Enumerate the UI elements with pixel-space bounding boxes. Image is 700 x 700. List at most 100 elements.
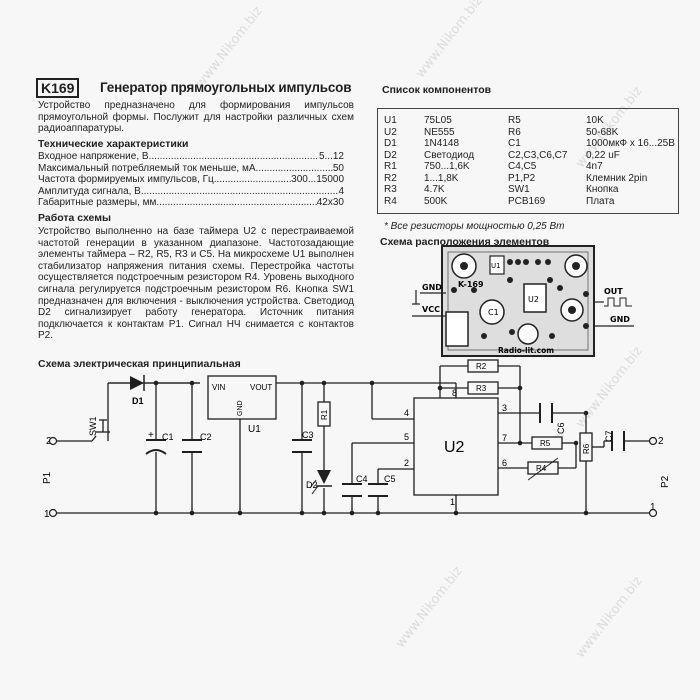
r6-label: R6 xyxy=(582,443,591,454)
pcb-c1-label: C1 xyxy=(488,308,499,317)
component-ref: SW1 xyxy=(508,184,530,195)
component-value: 1000мкФ x 16...25В xyxy=(586,138,675,149)
r2-resistor xyxy=(467,359,499,373)
component-values-left: 75L05 NE555 1N4148 Светодиод 750...1,6K … xyxy=(424,115,474,207)
pcb-c1-footprint xyxy=(479,299,505,325)
junction-dots xyxy=(153,380,589,516)
component-values-right: 10K 50-68K 1000мкФ x 16...25В 0,22 uF 4n… xyxy=(586,115,675,207)
r1-label: R1 xyxy=(320,409,329,420)
intro-text: Устройство предназначено для формировани… xyxy=(38,100,354,135)
pcb-square-wave-icon xyxy=(604,297,632,307)
pcb-vcc-label: VCC xyxy=(422,305,440,314)
schematic-heading: Схема электрическая принципиальная xyxy=(38,358,241,370)
pcb-pads xyxy=(451,259,589,339)
d2-light-arrow xyxy=(309,479,317,489)
pcb-inner-outline xyxy=(447,251,589,351)
resistor-note: * Все резисторы мощностью 0,25 Вт xyxy=(384,221,565,232)
d2-label: D2 xyxy=(306,480,318,490)
u2-pin-1: 1 xyxy=(450,497,455,507)
component-value: NE555 xyxy=(424,126,455,138)
u1-vout-pin: VOUT xyxy=(250,383,272,392)
c5-label: C5 xyxy=(384,474,396,484)
r5-label: R5 xyxy=(540,439,551,448)
spec-value: 42x30 xyxy=(316,197,344,209)
p2-label: P2 xyxy=(660,475,671,488)
p1-terminal-1: 1 xyxy=(44,509,50,520)
component-ref: R5 xyxy=(508,115,521,126)
component-value: Клемник 2pin xyxy=(586,172,648,184)
u2-pin-5: 5 xyxy=(404,432,409,442)
r4-trim-arrow xyxy=(527,457,559,481)
component-value: Кнопка xyxy=(586,184,619,195)
spec-label: Частота формируемых импульсов, Гц xyxy=(38,174,214,186)
pcb-gnd-in-label: GND xyxy=(422,283,442,292)
c7-label: C7 xyxy=(604,430,614,442)
u2-timer-box xyxy=(413,397,499,496)
operation-heading: Работа схемы xyxy=(38,212,111,224)
u2-label: U2 xyxy=(444,439,465,456)
component-value: 1...1,8K xyxy=(424,172,459,184)
u2-pin-8: 8 xyxy=(452,388,457,398)
spec-label: Входное напряжение, В xyxy=(38,151,149,162)
component-value: 4n7 xyxy=(586,161,603,172)
pcb-layout-drawing: C1 U2 U1 K-169 Radio-lit.com GND VCC OUT… xyxy=(412,245,634,357)
component-value: 750...1,6K xyxy=(424,161,470,172)
u2-pin-4: 4 xyxy=(404,408,409,418)
component-ref: R2 xyxy=(384,172,397,184)
component-ref: U2 xyxy=(384,126,397,138)
pcb-out-label: OUT xyxy=(604,287,623,296)
terminal-circles xyxy=(48,436,658,518)
u1-vin-pin: VIN xyxy=(212,383,226,392)
d2-light-arrow xyxy=(311,485,319,495)
pcb-u1-label: U1 xyxy=(491,262,501,270)
pcb-gnd-out-label: GND xyxy=(610,315,630,324)
component-ref: R1 xyxy=(384,161,397,172)
pcb-u2-label: U2 xyxy=(528,295,539,304)
c4-label: C4 xyxy=(356,474,368,484)
r4-label: R4 xyxy=(536,464,547,473)
r1-resistor xyxy=(317,401,331,427)
component-ref: C2,C3,C6,C7 xyxy=(508,149,568,161)
pcb-silk-label: K-169 xyxy=(458,280,484,289)
kit-code-badge: K169 xyxy=(36,78,80,98)
r4-resistor xyxy=(527,461,559,475)
c3-label: C3 xyxy=(302,430,314,440)
spec-row: Входное напряжение, В5...12 xyxy=(38,151,344,163)
u2-pin-2: 2 xyxy=(404,458,409,468)
pcb-c3-footprint xyxy=(517,323,539,345)
specs-heading: Технические характеристики xyxy=(38,138,189,150)
component-ref: R4 xyxy=(384,195,397,207)
u2-pin-6: 6 xyxy=(502,458,507,468)
pcb-u2-footprint xyxy=(523,283,547,313)
r6-resistor xyxy=(579,432,593,462)
u2-pin-3: 3 xyxy=(502,403,507,413)
spec-row: Габаритные размеры, мм42x30 xyxy=(38,197,344,209)
d2-led-symbol xyxy=(317,470,331,484)
c1-label: C1 xyxy=(162,432,174,442)
p1-label: P1 xyxy=(42,471,53,484)
component-ref: P1,P2 xyxy=(508,172,536,184)
pcb-sw1-footprint xyxy=(445,311,469,347)
component-ref: D1 xyxy=(384,138,397,149)
pcb-pad xyxy=(568,306,576,314)
component-refs-right: R5 R6 C1 C2,C3,C6,C7 C4,C5 P1,P2 SW1 PCB… xyxy=(508,115,567,207)
r3-resistor xyxy=(467,381,499,395)
component-value: 500K xyxy=(424,195,448,207)
d1-diode-symbol xyxy=(130,376,144,390)
specs-list: Входное напряжение, В5...12 Максимальный… xyxy=(38,151,344,209)
p2-terminal-2: 2 xyxy=(658,436,664,447)
r3-label: R3 xyxy=(476,384,487,393)
pcb-pad xyxy=(460,262,468,270)
pcb-u1-footprint xyxy=(489,255,505,275)
spec-value: 300...15000 xyxy=(291,174,344,186)
components-table: U1 U2 D1 D2 R1 R2 R3 R4 75L05 NE555 1N41… xyxy=(377,108,679,214)
component-value: 1N4148 xyxy=(424,138,460,149)
component-value: Светодиод xyxy=(424,149,475,161)
u2-pin-7: 7 xyxy=(502,433,507,443)
component-refs-left: U1 U2 D1 D2 R1 R2 R3 R4 xyxy=(384,115,397,207)
component-value: 4.7K xyxy=(424,184,445,195)
spec-label: Максимальный потребляемый ток меньше, мА xyxy=(38,162,256,174)
pcb-url: Radio-lit.com xyxy=(498,346,554,355)
page-title: Генератор прямоугольных импульсов xyxy=(100,80,352,95)
